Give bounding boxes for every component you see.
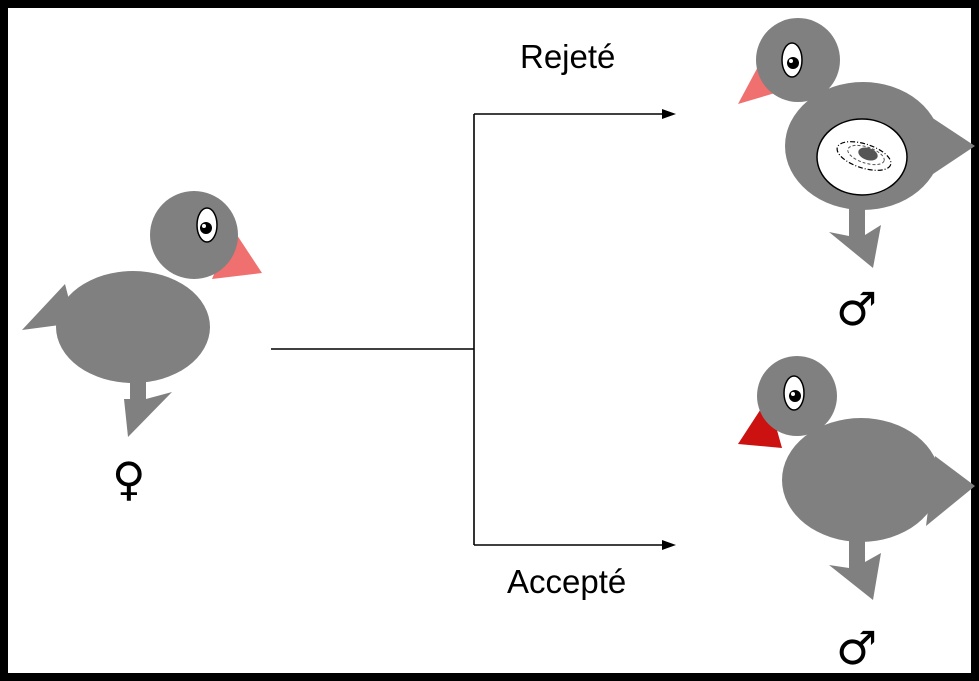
- nest-egg: [858, 147, 878, 161]
- female-symbol: ♀: [112, 452, 146, 506]
- female-bird-pupil: [200, 222, 212, 234]
- arrowhead-top: [662, 109, 676, 119]
- male-accepted-pupil: [789, 390, 801, 402]
- arrowhead-bottom: [662, 540, 676, 550]
- rejected-label: Rejeté: [520, 38, 616, 75]
- nest-inner-ring: [847, 144, 885, 166]
- male-symbol-top: ♂: [836, 282, 878, 336]
- male-symbol-bottom: ♂: [836, 621, 878, 675]
- male-bird-accepted: [738, 356, 975, 600]
- accepted-label: Accepté: [507, 563, 627, 600]
- male-rejected-pupil: [787, 57, 799, 69]
- female-bird-eye-glint: [202, 224, 206, 228]
- female-bird-body: [56, 271, 210, 383]
- male-accepted-leg: [829, 530, 881, 600]
- branch-connector: [271, 109, 676, 550]
- nest-outline: [836, 141, 892, 171]
- male-accepted-body: [782, 418, 940, 542]
- male-rejected-eye-glint: [789, 59, 793, 63]
- female-bird-leg: [124, 373, 172, 437]
- male-rejected-leg: [829, 198, 881, 268]
- female-bird: [22, 191, 262, 437]
- female-bird-head: [150, 191, 238, 279]
- male-accepted-eye-glint: [791, 392, 795, 396]
- male-bird-rejected: [738, 18, 975, 268]
